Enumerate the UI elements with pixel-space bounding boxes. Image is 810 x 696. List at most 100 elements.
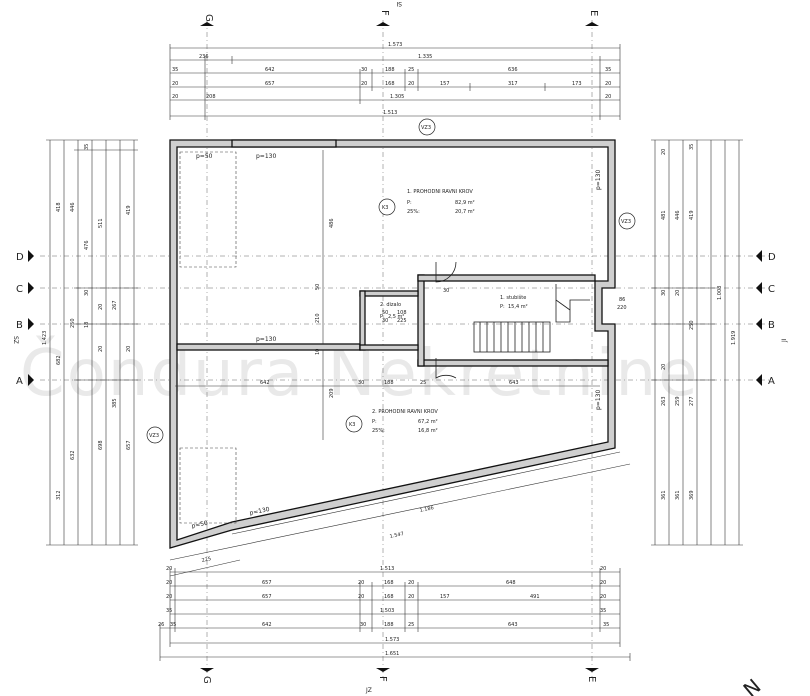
room-label-roof-2: 2. PROHODNI RAVNI KROV P: 67,2 m² 25%: 1… (372, 409, 438, 434)
axis-label: C (768, 284, 775, 295)
left-dim: 1.423 (42, 331, 48, 345)
axis-marker-top-f: F SI (376, 0, 402, 26)
parapet-label: p=130 (256, 153, 276, 160)
right-dim: 35 (689, 144, 695, 150)
left-dim: 267 (112, 300, 118, 310)
bottom-dim: 20 (166, 580, 172, 586)
axis-label: F (377, 676, 388, 682)
left-dim: 30 (84, 290, 90, 296)
bottom-dim: 643 (508, 622, 518, 628)
room-area: 67,2 m² (418, 419, 438, 425)
top-dim: 35 (605, 67, 611, 73)
right-dim: 419 (689, 210, 695, 220)
left-dim: 18 (84, 322, 90, 328)
left-dim: 250 (70, 318, 76, 328)
left-dim: 419 (126, 205, 132, 215)
room-name: 2. PROHODNI RAVNI KROV (372, 409, 438, 415)
room-area: 2,5 m² (388, 314, 404, 320)
room-tag-k3: K3 K3 (345, 198, 396, 433)
axis-marker-top-g: G (200, 14, 214, 26)
axis-marker-bottom-g: G (200, 668, 214, 684)
room-area-label: P: (380, 314, 385, 320)
parapet-label: p=50 (196, 153, 213, 160)
room-name: 1. PROHODNI RAVNI KROV (407, 189, 473, 195)
right-dimension-chains: 20 35 481 446 419 1.008 1.919 30 20 250 … (651, 139, 743, 546)
bottom-dim: 657 (262, 594, 272, 600)
bottom-dim: 1.503 (380, 608, 394, 614)
room-pct: 20,7 m² (455, 209, 475, 215)
bottom-dim: 1.573 (385, 637, 399, 643)
vz-tag: VZ3 (149, 433, 159, 439)
left-dim: 682 (56, 355, 62, 365)
right-dim: 30 (661, 290, 667, 296)
top-dim-total: 1.573 (388, 42, 402, 48)
room-pct: 16,8 m² (418, 428, 438, 434)
bottom-dim: 157 (440, 594, 450, 600)
top-dim: 636 (508, 67, 518, 73)
interior-dim: 10 (315, 349, 321, 355)
parapet-label: p=130 (249, 506, 270, 517)
left-dim: 20 (98, 346, 104, 352)
parapet-label: p=130 (595, 170, 602, 190)
top-dim: 208 (206, 94, 216, 100)
top-dim: 168 (385, 81, 395, 87)
room-name: 2. dizalo (380, 302, 401, 308)
bottom-dim: 26 (158, 622, 164, 628)
right-dim: 259 (675, 396, 681, 406)
axis-label: B (768, 320, 775, 331)
bottom-dim: 648 (506, 580, 516, 586)
right-dim: 361 (661, 490, 667, 500)
door-swings (435, 261, 457, 379)
bottom-dim: 657 (262, 580, 272, 586)
orientation-label: JZ (365, 687, 372, 694)
room-label-elevator: 2. dizalo P: 2,5 m² (380, 302, 404, 320)
room-label-roof-1: 1. PROHODNI RAVNI KROV P: 82,9 m² 25%: 2… (407, 189, 475, 215)
axis-label: A (16, 376, 23, 387)
left-dim: 657 (126, 440, 132, 450)
room-tag: K3 (382, 205, 388, 211)
inner-walls (176, 139, 609, 367)
right-dim: 277 (689, 396, 695, 406)
right-dim: 20 (661, 364, 667, 370)
right-dim: 20 (675, 290, 681, 296)
left-dim: 511 (98, 218, 104, 228)
bottom-dim: 20 (358, 594, 364, 600)
room-label-stairs: 1. stubište P: 15,4 m² (500, 294, 528, 310)
right-dim: 361 (675, 490, 681, 500)
north-label: N (739, 674, 766, 696)
vz-tag: VZ3 (421, 125, 431, 131)
bottom-dim: 20 (600, 566, 606, 572)
top-dim: 157 (440, 81, 450, 87)
top-dim: 1.335 (418, 54, 432, 60)
interior-dim: 486 (329, 218, 335, 228)
interior-dim: 643 (509, 380, 519, 386)
room-pct-label: 25%: (372, 428, 385, 434)
bottom-dim: 20 (408, 580, 414, 586)
outer-walls (169, 139, 616, 549)
bottom-dim: 35 (600, 608, 606, 614)
interior-dimensions: 486 210 50 10 209 642 30 188 25 643 108 … (169, 150, 631, 577)
room-area: 15,4 m² (508, 304, 528, 310)
interior-dim: 210 (315, 313, 321, 323)
dashed-area-top (179, 151, 237, 524)
parapet-labels: p=50 p=130 p=130 p=130 p=130 p=130 p=50 (191, 153, 602, 530)
axis-marker-top-e: E (585, 10, 599, 26)
bottom-dim: 20 (408, 594, 414, 600)
bottom-dim: 1.651 (385, 651, 399, 657)
top-dim: 20 (605, 94, 611, 100)
top-dim: 35 (172, 67, 178, 73)
left-dim: 632 (70, 450, 76, 460)
room-tag: K3 (349, 422, 355, 428)
axis-markers-left: D C B A SZ (12, 250, 34, 387)
bottom-dim: 35 (166, 608, 172, 614)
bottom-dim: 1.513 (380, 566, 394, 572)
bottom-dim: 25 (408, 622, 414, 628)
axis-label: F (379, 10, 390, 16)
axis-label: A (768, 376, 775, 387)
axis-label: E (586, 676, 597, 682)
vz-tags: VZ3 VZ3 VZ3 (146, 118, 636, 444)
room-area-label: P: (500, 304, 505, 310)
interior-dim: 86 (619, 297, 625, 303)
left-dim: 35 (84, 144, 90, 150)
